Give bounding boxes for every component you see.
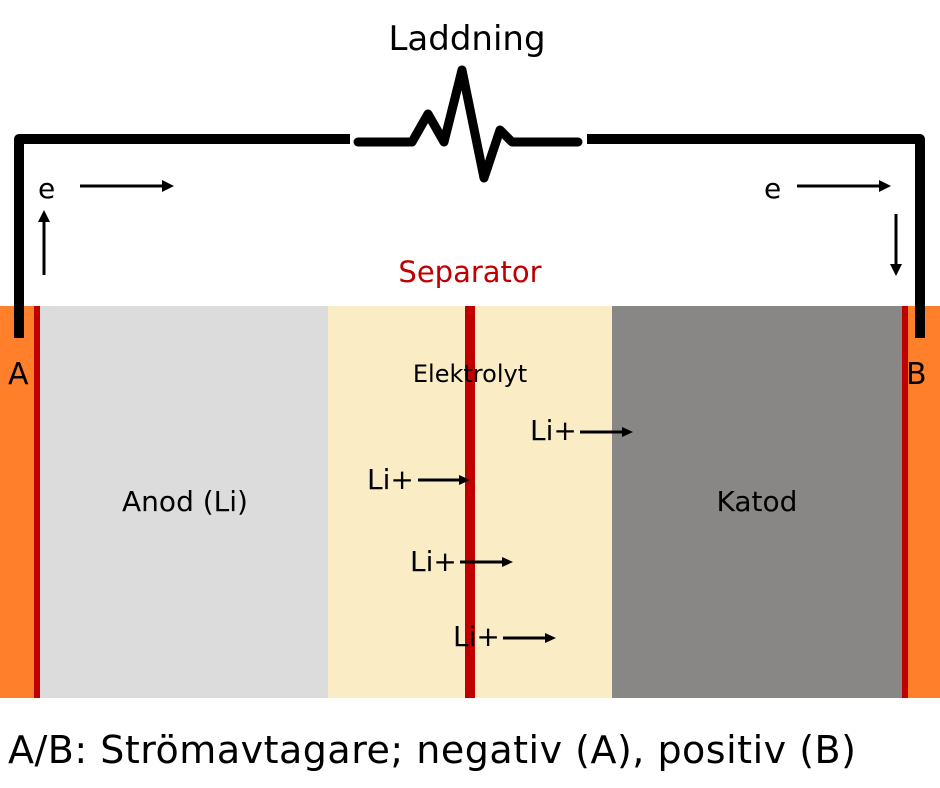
separator-membrane [465,306,475,698]
electron-arrows [38,180,902,276]
anode-region [40,306,328,698]
external-circuit [14,65,925,338]
caption: A/B: Strömavtagare; negativ (A), positiv… [8,728,857,772]
resistor-symbol [353,65,583,183]
wire-left [14,134,350,338]
electron-left-label: e [38,172,56,205]
ion-label: Li+ [530,414,577,447]
terminal-b-label: B [906,357,927,392]
collector-a-edge [34,306,40,698]
wire-right [587,134,925,338]
collector-b-edge [902,306,908,698]
collector-a [0,306,40,698]
ion-label: Li+ [453,620,500,653]
ion-label: Li+ [367,463,414,496]
cathode-region [612,306,902,698]
ion-label: Li+ [410,545,457,578]
electron-right-label: e [764,172,782,205]
electrolyte-label: Elektrolyt [412,360,528,388]
collector-b [902,306,940,698]
cathode-label: Katod [716,485,798,518]
separator-label: Separator [398,255,542,289]
terminal-a-label: A [8,357,29,392]
diagram-title: Laddning [388,19,546,59]
ion-arrows [418,427,633,643]
anode-label: Anod (Li) [122,485,248,518]
